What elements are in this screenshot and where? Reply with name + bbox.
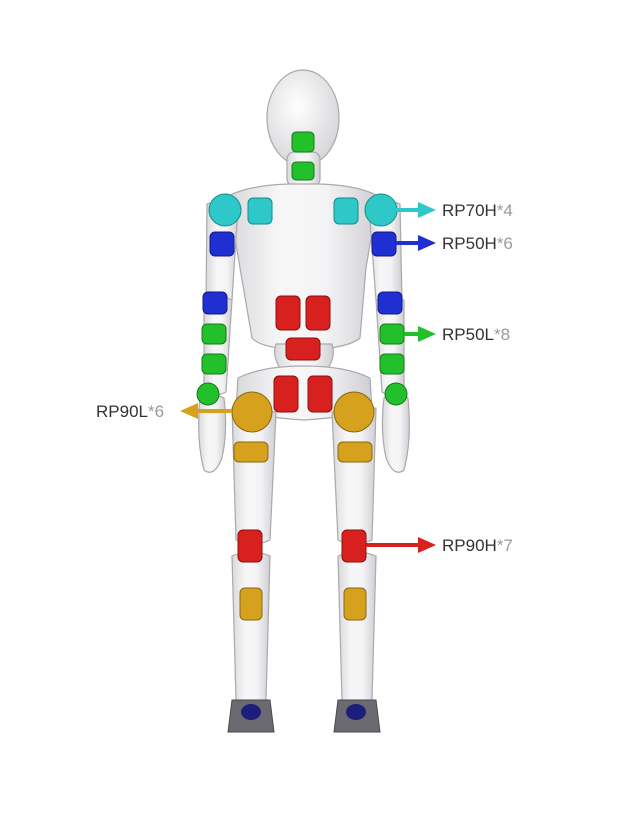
callout-labels: RP70H*4 RP50H*6 RP50L*8 RP90L*6 RP90H*7 <box>96 201 513 555</box>
arrow-rp50l <box>404 326 436 342</box>
left-shoulder-actuator <box>208 193 242 227</box>
left-knee-actuator <box>237 529 263 563</box>
left-upper-arm-actuator <box>209 231 235 257</box>
label-rp50h: RP50H*6 <box>442 234 513 253</box>
torso-actuator-right <box>305 295 331 331</box>
right-elbow-actuator <box>377 291 403 315</box>
right-forearm-actuator-1 <box>379 323 405 345</box>
left-wrist-actuator <box>196 382 220 406</box>
right-shin <box>337 551 377 704</box>
robot-torso <box>227 183 379 349</box>
arrow-rp70h <box>396 202 436 218</box>
robot-feet <box>227 699 381 733</box>
arrow-rp90l <box>180 403 232 419</box>
right-shoulder-inner-actuator <box>333 197 359 225</box>
right-shin-actuator <box>343 587 367 621</box>
left-hand <box>198 394 227 473</box>
neck-actuator-lower <box>291 161 315 181</box>
torso-actuator-left <box>275 295 301 331</box>
arrow-rp50h <box>396 235 436 251</box>
label-rp70h: RP70H*4 <box>442 201 513 220</box>
arrow-rp90h <box>366 537 436 553</box>
left-shin-actuator <box>239 587 263 621</box>
right-upper-arm-actuator <box>371 231 397 257</box>
left-elbow-actuator <box>202 291 228 315</box>
callout-arrows <box>180 202 436 553</box>
left-shin <box>231 551 271 704</box>
left-forearm-actuator-1 <box>201 323 227 345</box>
hip-actuator-left <box>273 375 299 413</box>
left-thigh-actuator <box>233 441 269 463</box>
right-ankle-joint <box>346 704 366 720</box>
right-hand <box>381 394 410 473</box>
right-shoulder-actuator <box>364 193 398 227</box>
label-rp90l: RP90L*6 <box>96 402 164 421</box>
right-thigh-actuator <box>337 441 373 463</box>
left-shoulder-inner-actuator <box>247 197 273 225</box>
neck-actuator-upper <box>291 131 315 153</box>
right-hip-actuator <box>333 391 375 433</box>
label-rp90h: RP90H*7 <box>442 536 513 555</box>
right-wrist-actuator <box>384 382 408 406</box>
left-ankle-joint <box>241 704 261 720</box>
right-knee-actuator <box>341 529 367 563</box>
left-hip-actuator <box>231 391 273 433</box>
hip-actuator-right <box>307 375 333 413</box>
left-forearm-actuator-2 <box>201 353 227 375</box>
actuator-layer <box>196 131 408 621</box>
label-rp50l: RP50L*8 <box>442 325 510 344</box>
right-forearm-actuator-2 <box>379 353 405 375</box>
waist-actuator <box>285 337 321 361</box>
